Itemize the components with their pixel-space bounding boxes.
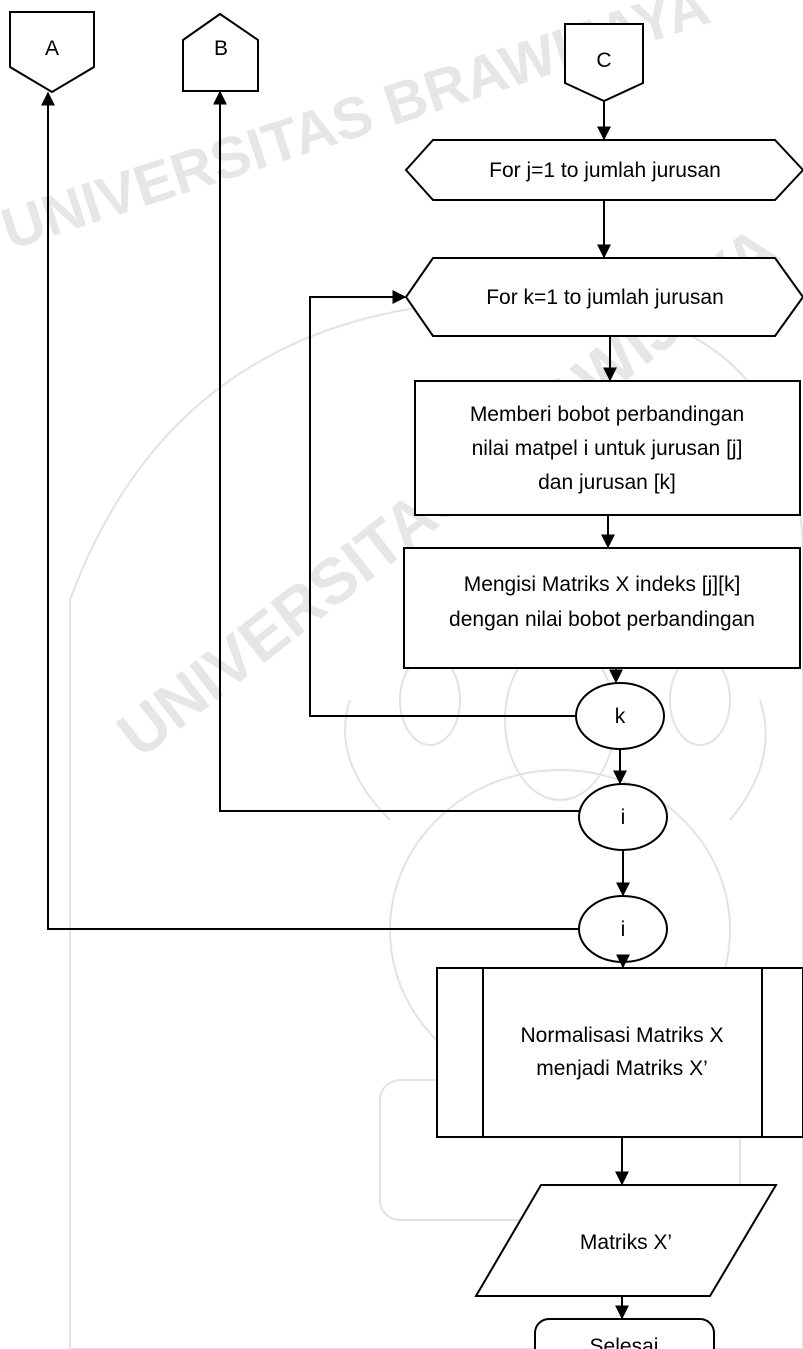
process-bobot-box [414,380,801,516]
connector-b-label: B [214,37,228,60]
loop-k-label: For k=1 to jumlah jurusan [486,286,724,309]
connector-a [9,11,95,94]
output-matriks-label: Matriks X’ [580,1231,672,1254]
process-isi-line-2: dengan nilai bobot perbandingan [449,608,755,631]
terminator-label: Selesai [590,1335,659,1349]
loop-end-i-inner-label: i [621,806,626,829]
watermark-figure-arms [344,699,767,821]
subprocess-line-1: Normalisasi Matriks X [520,1024,723,1047]
connector-c [564,23,644,103]
loopback-i-to-connector-a [41,91,579,930]
subprocess-line-2: menjadi Matriks X’ [536,1057,708,1080]
loopback-k-to-loop-k [309,290,576,717]
connector-a-label: A [45,37,59,60]
process-isi-line-1: Mengisi Matriks X indeks [j][k] [464,573,741,596]
loopback-i-to-connector-b [213,90,579,812]
loop-j-hexagon [404,139,803,201]
process-isi-matriks-box [403,547,801,669]
loop-j-label: For j=1 to jumlah jurusan [489,159,721,182]
loop-end-k-label: k [615,705,626,728]
process-bobot-line-3: dan jurusan [k] [538,471,676,494]
loop-end-i-outer-label: i [621,918,626,941]
process-bobot-line-1: Memberi bobot perbandingan [470,403,744,426]
connector-c-label: C [596,49,611,72]
process-bobot-line-2: nilai matpel i untuk jurusan [j] [472,437,743,460]
connector-b [182,12,259,92]
subprocess-normalisasi-frame [436,967,803,1138]
output-matriks-parallelogram [474,1184,778,1297]
